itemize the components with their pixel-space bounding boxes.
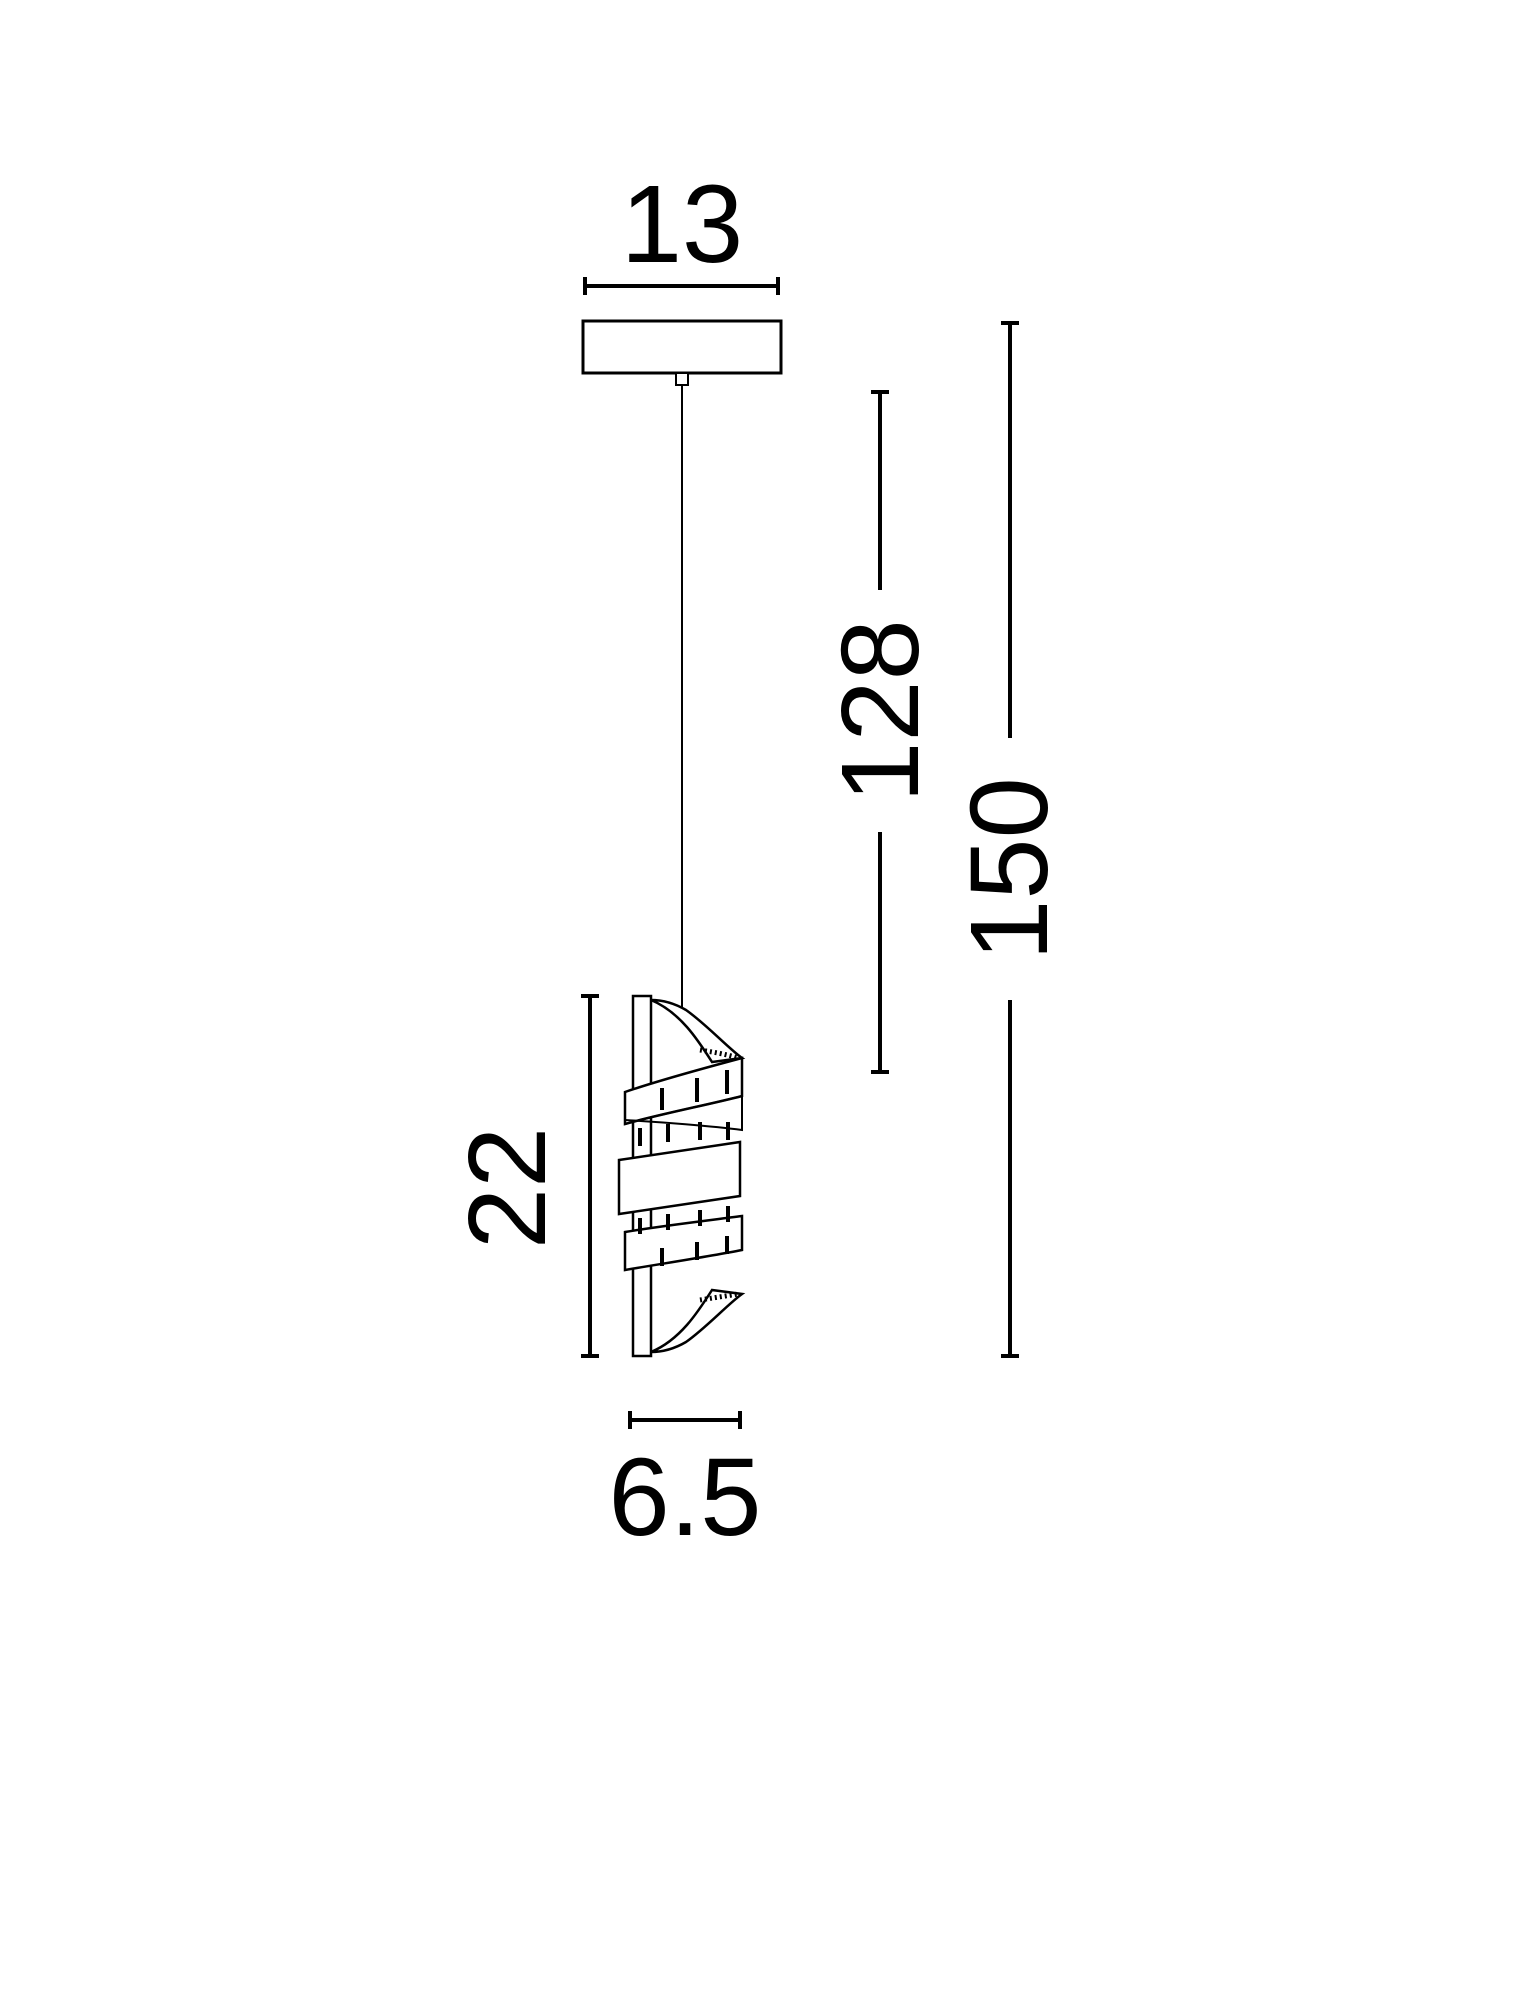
cable-length-label: 128 xyxy=(819,619,942,803)
canopy xyxy=(581,319,783,386)
shade-top-flare-perforation xyxy=(699,1047,739,1061)
shade-lower-band xyxy=(623,1214,744,1272)
total-height-label: 150 xyxy=(948,777,1071,961)
shade-upper-slits xyxy=(638,1070,730,1146)
shade-bottom-flare xyxy=(650,1288,746,1354)
shade-top-flare xyxy=(650,998,746,1064)
shade-height-dimension: 22 xyxy=(446,994,599,1358)
shade-width-dimension: 6.5 xyxy=(609,1411,762,1559)
shade-height-label: 22 xyxy=(446,1127,569,1249)
canopy-width-dimension: 13 xyxy=(583,163,780,295)
canopy-body xyxy=(581,319,783,375)
lamp-shade xyxy=(617,994,746,1358)
shade-bottom-flare-perforation xyxy=(699,1291,739,1303)
shade-width-label: 6.5 xyxy=(609,1436,762,1559)
cable-length-dimension: 128 xyxy=(819,390,942,1074)
total-height-dimension: 150 xyxy=(948,321,1071,1358)
canopy-cable-grip xyxy=(675,372,689,386)
canopy-width-label: 13 xyxy=(621,163,743,286)
shade-lower-slits xyxy=(638,1206,730,1266)
shade-upper-band-inner xyxy=(624,1094,743,1132)
shade-center-band xyxy=(617,1140,742,1216)
